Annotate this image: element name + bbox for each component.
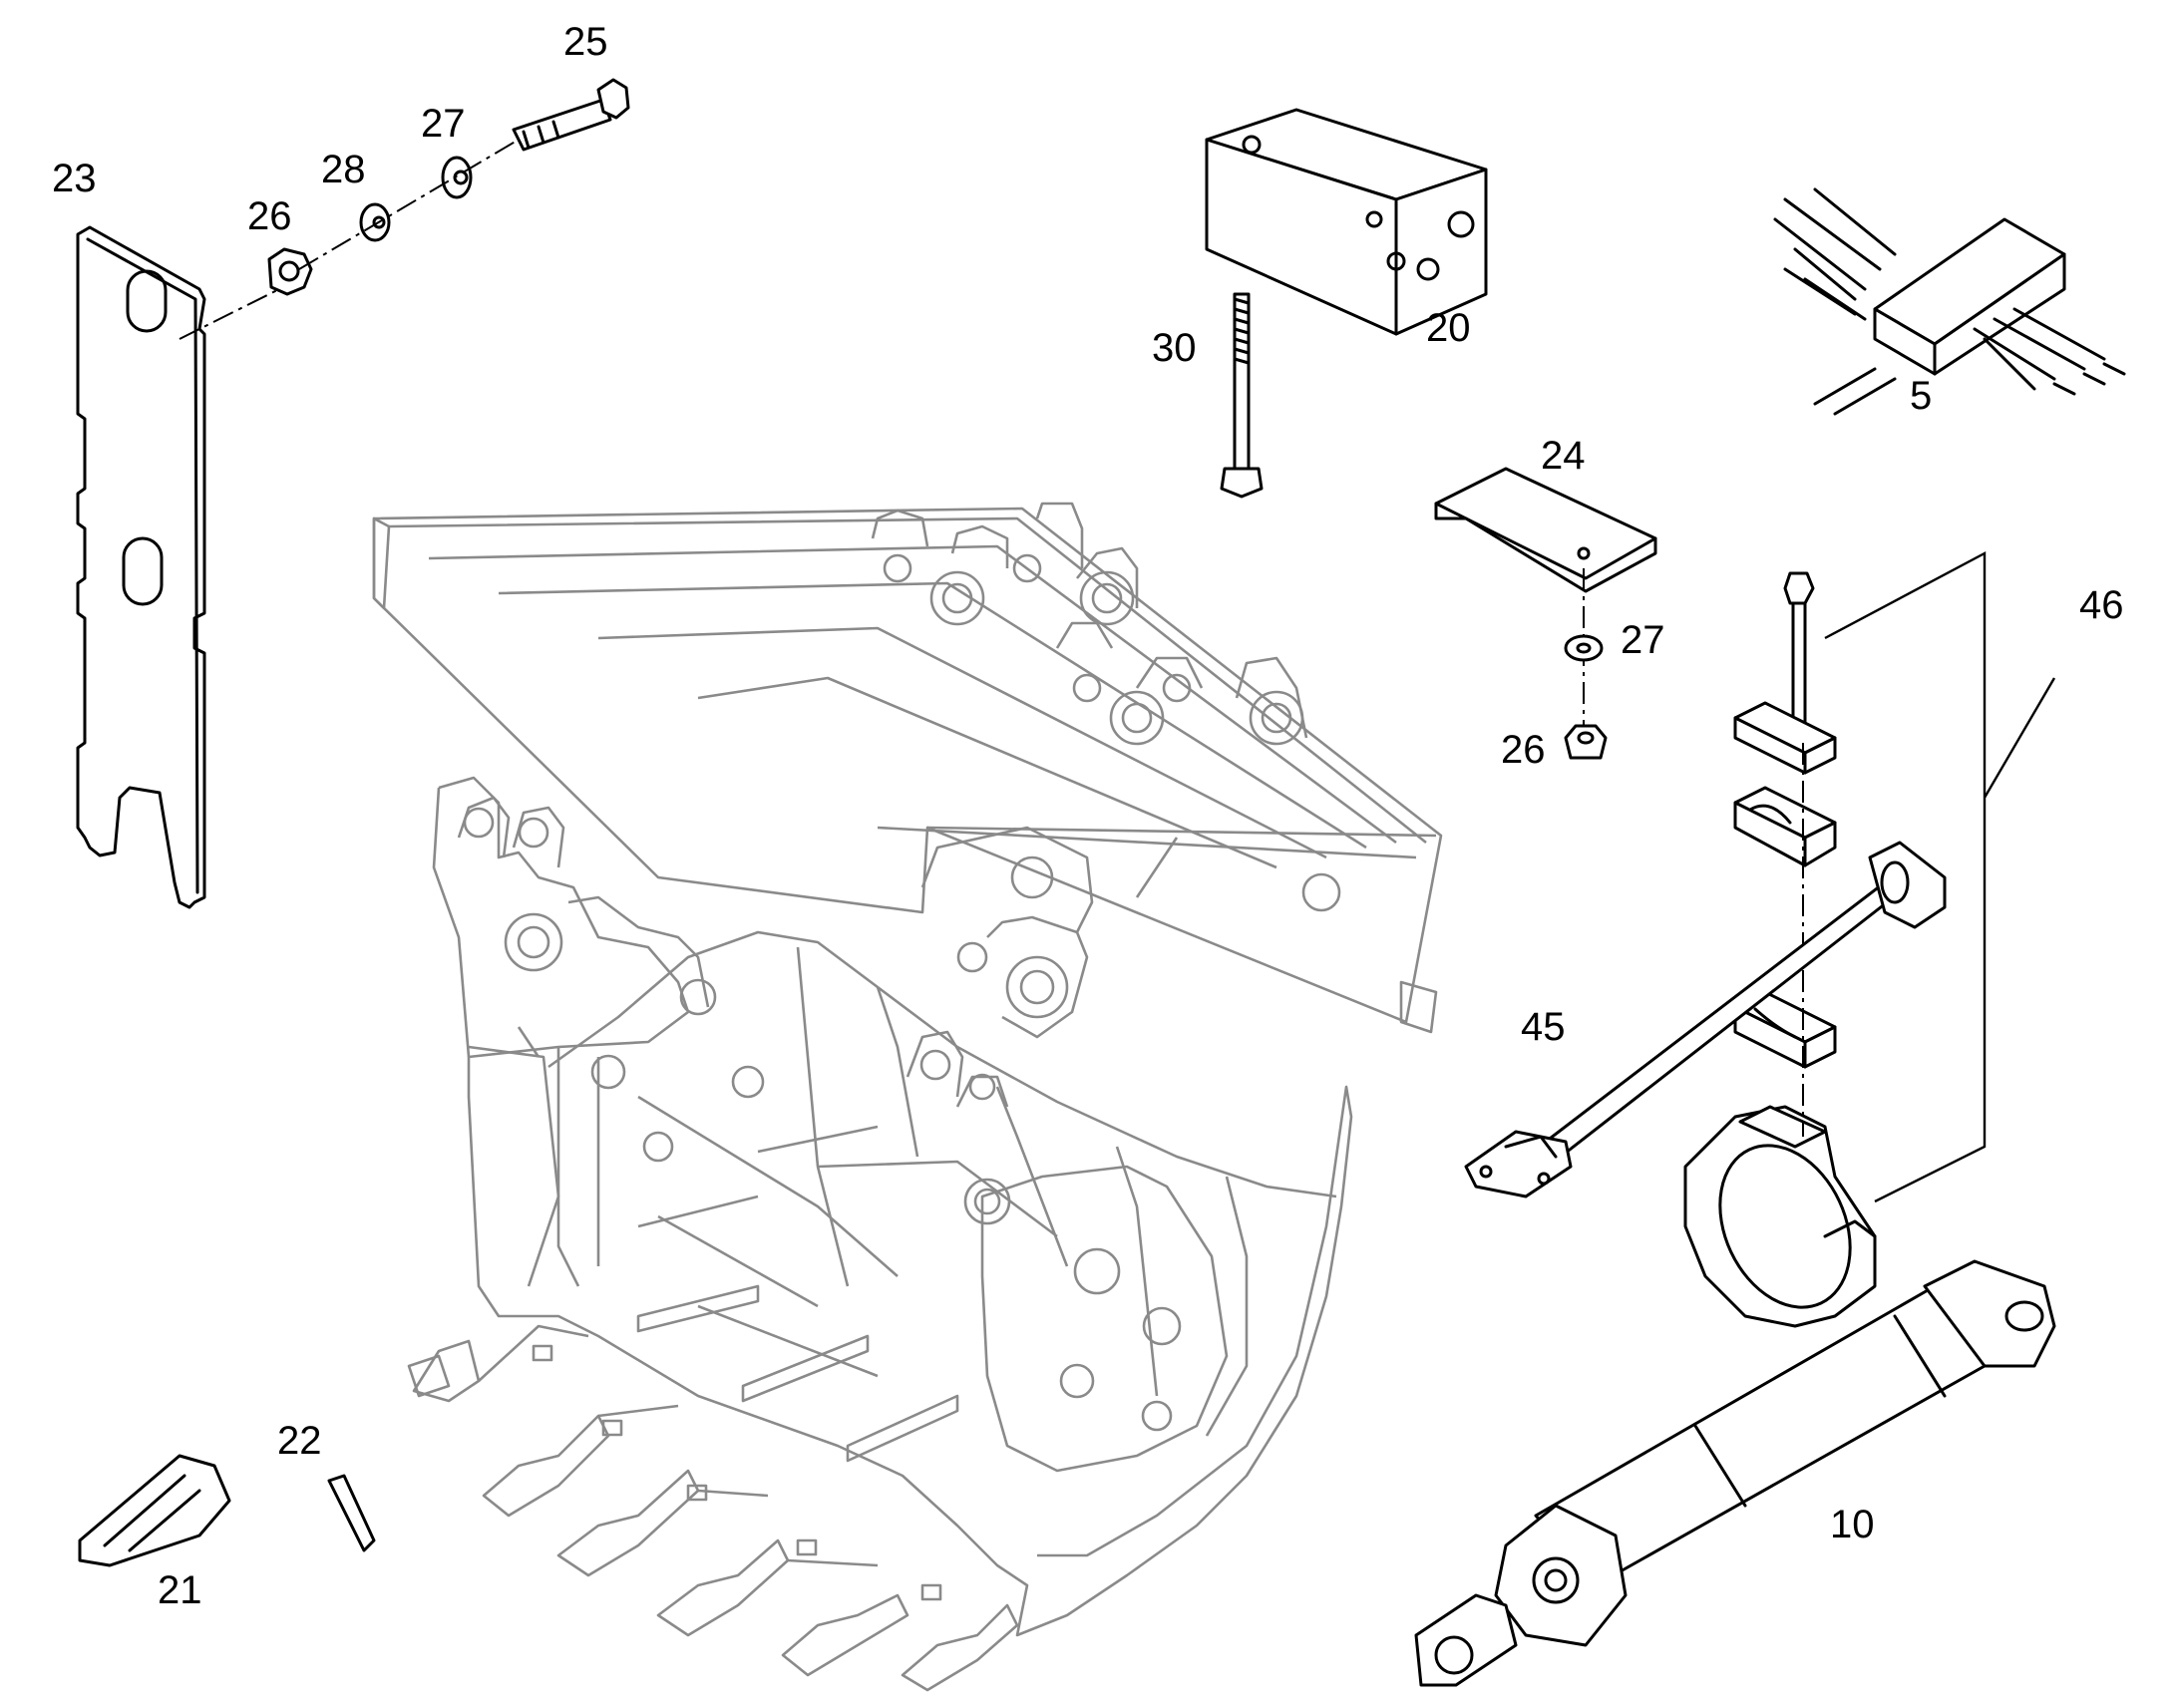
valve-block-20: [1205, 108, 1488, 336]
label-45: 45: [1521, 1005, 1566, 1049]
label-22: 22: [277, 1419, 322, 1463]
label-25: 25: [563, 20, 608, 64]
manifold-5: [1773, 187, 2126, 416]
label-28: 28: [321, 148, 366, 191]
clamp-set-46: [1683, 571, 1877, 1328]
label-27b: 27: [1621, 618, 1665, 662]
nut-26a: [267, 247, 313, 296]
centerline-hardware: [298, 139, 520, 270]
label-24: 24: [1541, 434, 1586, 478]
bolt-25: [512, 78, 630, 152]
bucket-assembly: [372, 502, 1443, 1692]
label-26a: 26: [247, 194, 292, 238]
centerline-23: [179, 283, 290, 340]
bracket-24: [1434, 467, 1657, 593]
label-26b: 26: [1501, 728, 1546, 772]
lock-pin-22: [327, 1474, 376, 1552]
tooth-tip-21: [78, 1454, 231, 1567]
label-5: 5: [1910, 374, 1932, 418]
cylinder-10: [1414, 1259, 2056, 1687]
label-23: 23: [52, 157, 97, 200]
label-46: 46: [2079, 583, 2124, 627]
bolt-30: [1220, 292, 1264, 499]
plate-23: [76, 225, 206, 909]
label-21: 21: [158, 1568, 202, 1612]
label-27a: 27: [421, 102, 466, 146]
label-10: 10: [1830, 1503, 1875, 1546]
washer-27b: [1564, 634, 1604, 662]
washer-28: [359, 202, 391, 242]
label-20: 20: [1426, 306, 1471, 350]
bucket-teeth: [407, 1324, 1019, 1692]
nut-26b: [1564, 724, 1608, 760]
label-30: 30: [1152, 326, 1197, 370]
rod-45: [1464, 841, 1947, 1198]
washer-27a: [441, 156, 473, 199]
leader-46: [1824, 551, 2056, 1203]
